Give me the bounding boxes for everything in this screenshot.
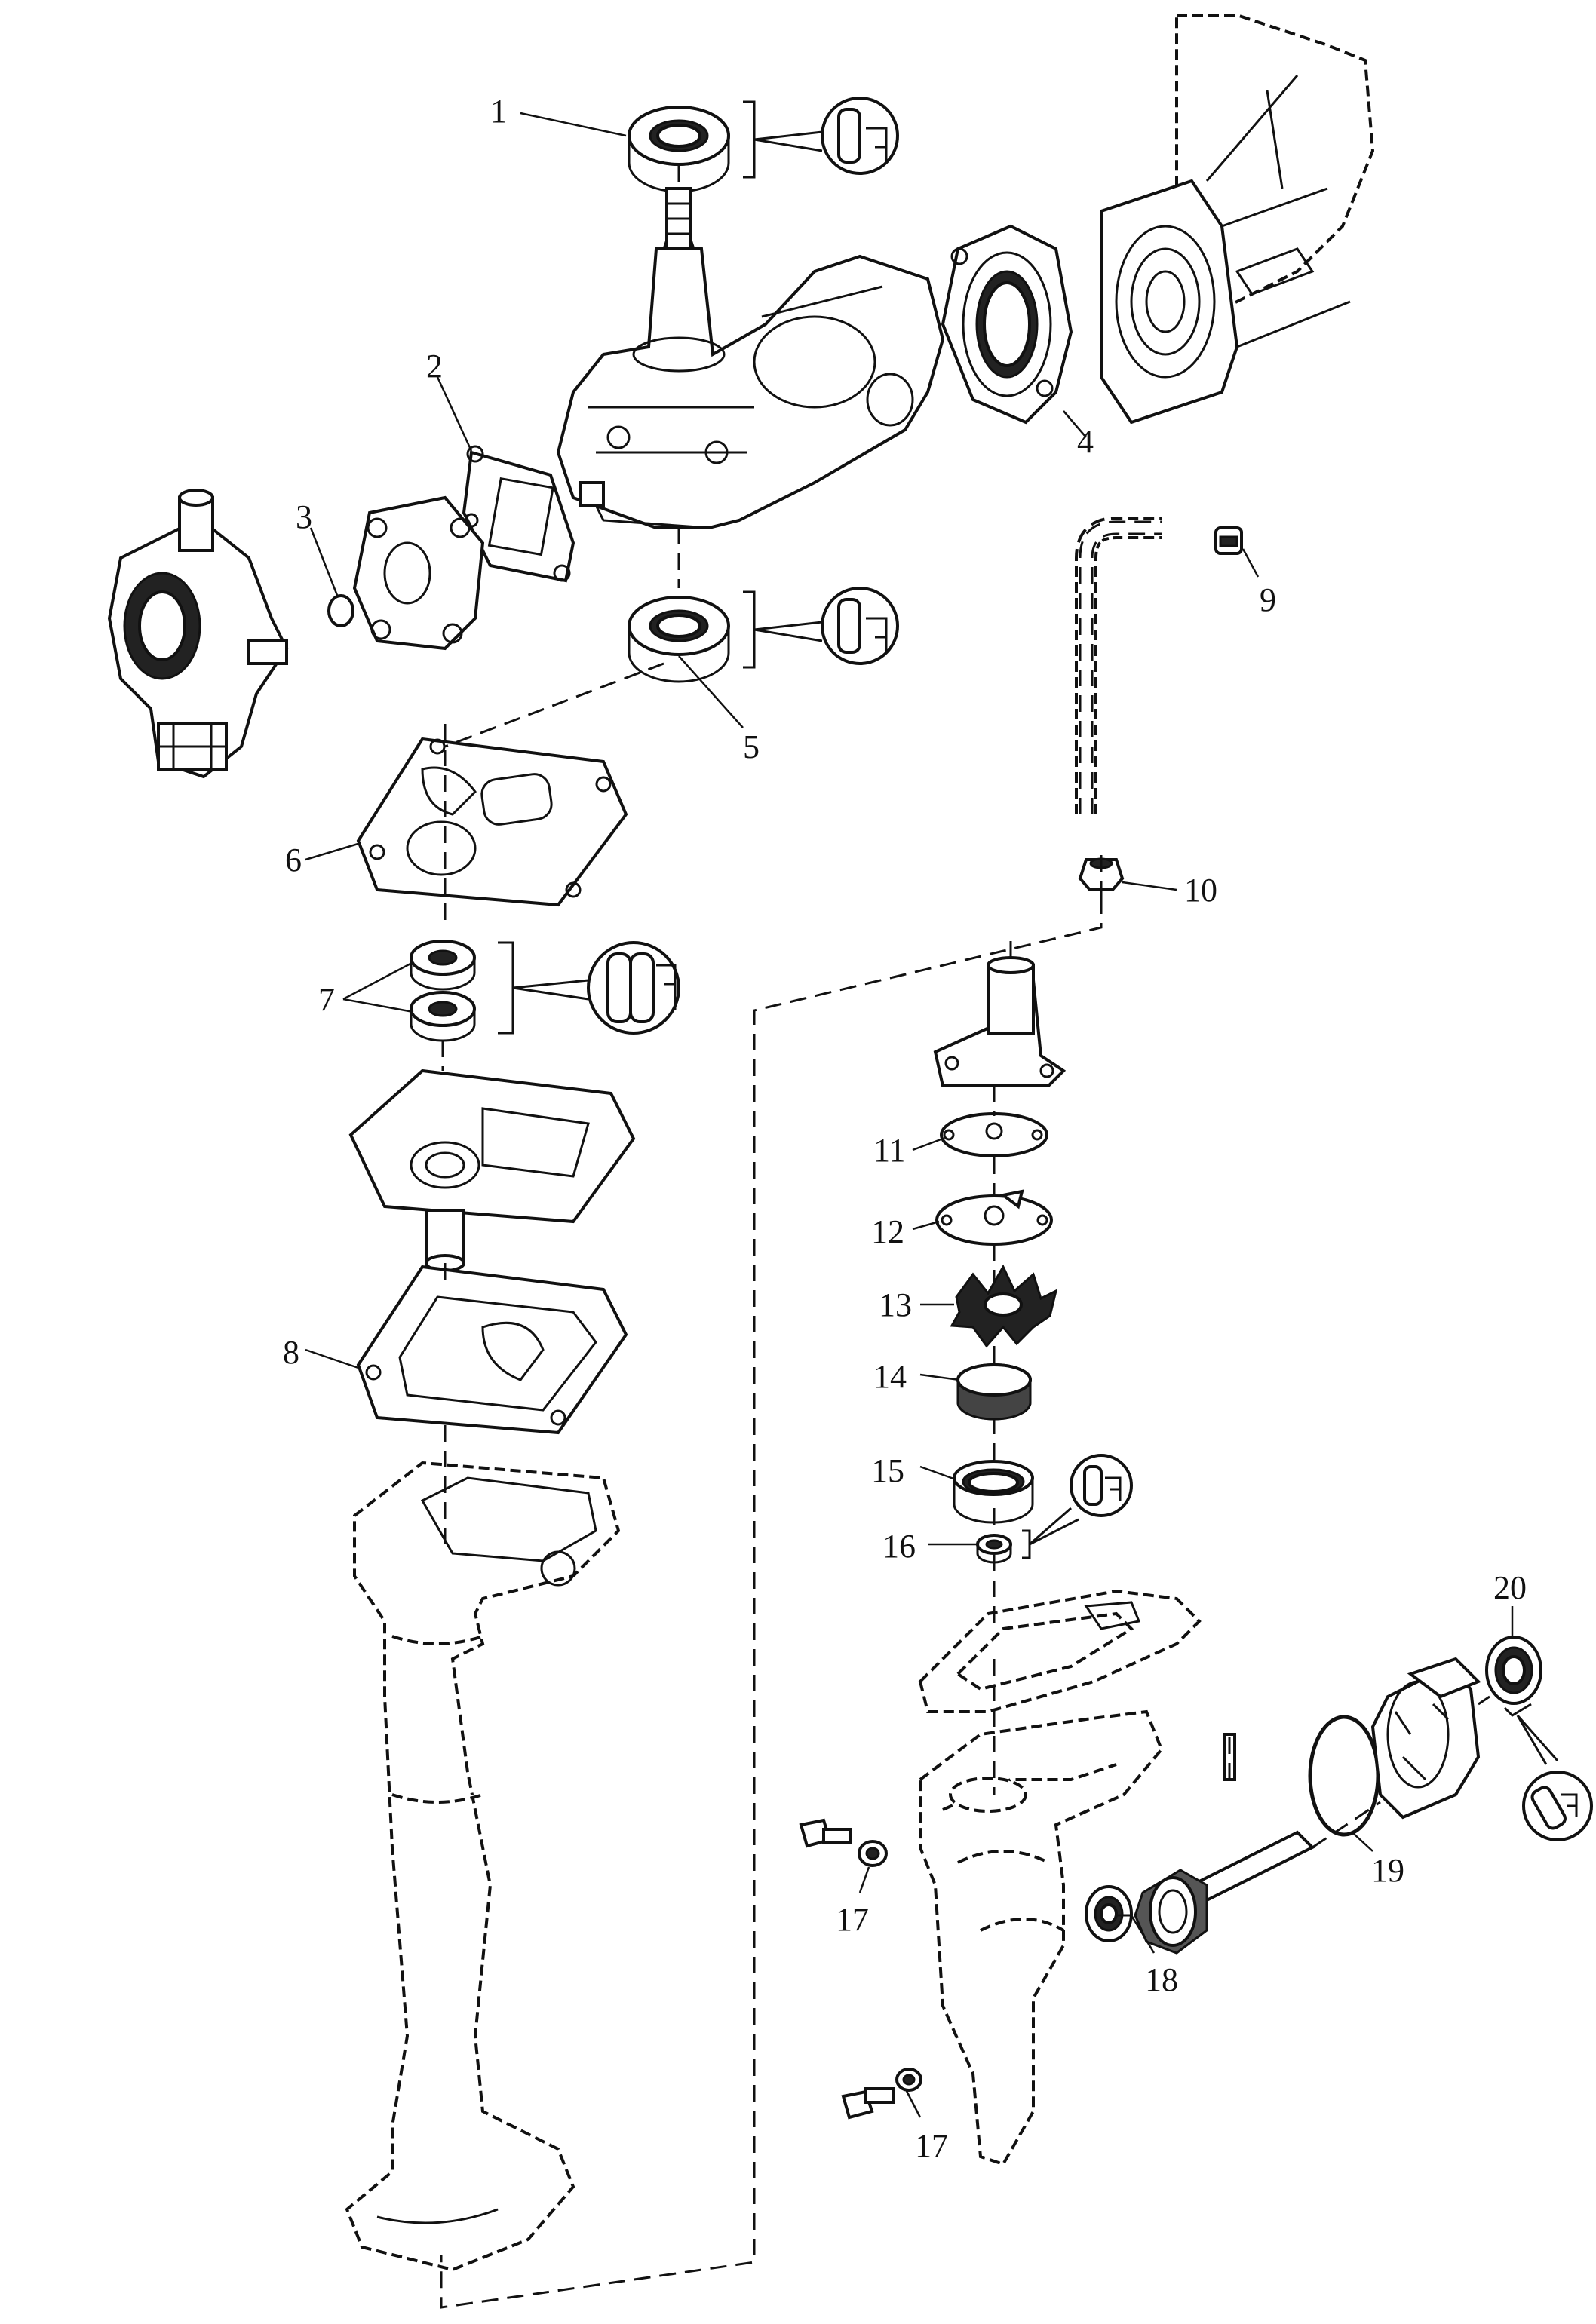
prop-shaft-axis — [1109, 1695, 1490, 1917]
propeller-shaft-assembly — [1134, 1733, 1315, 1955]
water-tube-route — [440, 897, 1103, 2309]
callout-13: 13 — [879, 1286, 912, 1323]
shaft-axis-right — [993, 852, 1231, 1795]
drive-shaft-housing — [345, 1461, 621, 2272]
callout-17-upper: 17 — [836, 1901, 869, 1938]
callout-17-lower: 17 — [915, 2127, 948, 2164]
part-19-o-ring[interactable] — [1308, 1715, 1380, 1837]
water-pump-housing — [933, 956, 1067, 1087]
callout-14: 14 — [873, 1358, 907, 1395]
water-tube — [1075, 517, 1162, 814]
grease-callout-1 — [743, 97, 899, 179]
part-16-seal[interactable] — [976, 1534, 1012, 1564]
part-14-liner[interactable] — [956, 1363, 1032, 1421]
connector-5-6 — [444, 662, 664, 748]
part-20-seal[interactable] — [1485, 1636, 1542, 1705]
callout-labels: 1 2 3 4 5 6 7 8 9 10 11 12 13 14 15 16 1… — [283, 93, 1527, 2164]
part-3-o-ring[interactable] — [327, 594, 354, 627]
lower-gearcase — [919, 1709, 1164, 2166]
part-12-plate[interactable] — [935, 1189, 1053, 1246]
part-2-gasket[interactable] — [462, 445, 575, 583]
part-11-gasket[interactable] — [940, 1112, 1048, 1157]
bracket-housing — [1099, 14, 1375, 425]
part-18-bearing[interactable] — [1085, 1885, 1133, 1942]
grease-callout-16 — [1022, 1454, 1133, 1559]
callout-6: 6 — [285, 842, 302, 878]
leader-lines — [305, 112, 1514, 2118]
part-6-gasket[interactable] — [356, 737, 628, 907]
part-9-grommet[interactable] — [1214, 526, 1243, 555]
part-8-gasket[interactable] — [356, 1265, 628, 1435]
callout-18: 18 — [1145, 1961, 1178, 1998]
callout-5: 5 — [743, 728, 760, 765]
callout-20: 20 — [1493, 1569, 1527, 1606]
part-17-bolt-upper[interactable] — [799, 1818, 888, 1867]
callout-2: 2 — [426, 348, 443, 385]
callout-8: 8 — [283, 1334, 299, 1371]
grease-callout-20 — [1503, 1703, 1593, 1841]
callout-9: 9 — [1260, 581, 1276, 618]
callout-15: 15 — [871, 1452, 904, 1489]
grease-callout-5 — [743, 587, 899, 669]
callout-3: 3 — [296, 498, 312, 535]
intake-manifold — [352, 495, 485, 651]
part-4-gasket[interactable] — [941, 224, 1073, 425]
part-1-bearing[interactable] — [628, 106, 730, 193]
anti-cavitation-plate — [918, 1589, 1202, 1713]
callout-19: 19 — [1371, 1852, 1404, 1889]
carburetor — [107, 489, 289, 779]
part-17-bolt-lower[interactable] — [841, 2068, 922, 2120]
callout-11: 11 — [873, 1132, 905, 1169]
exhaust-plate — [348, 1068, 636, 1272]
callout-10: 10 — [1184, 872, 1217, 909]
propeller-shaft-housing — [1370, 1657, 1481, 1820]
part-7-dampers[interactable] — [410, 940, 476, 1042]
callout-1: 1 — [490, 93, 507, 130]
callout-7: 7 — [318, 981, 335, 1018]
shaft-axis-left — [441, 724, 447, 1546]
callout-4: 4 — [1077, 423, 1094, 460]
grease-callout-7 — [498, 941, 680, 1035]
callout-12: 12 — [871, 1213, 904, 1250]
callout-16: 16 — [882, 1528, 916, 1565]
part-13-impeller[interactable] — [950, 1264, 1058, 1348]
part-5-bearing[interactable] — [628, 596, 730, 683]
main-housing — [556, 187, 945, 529]
